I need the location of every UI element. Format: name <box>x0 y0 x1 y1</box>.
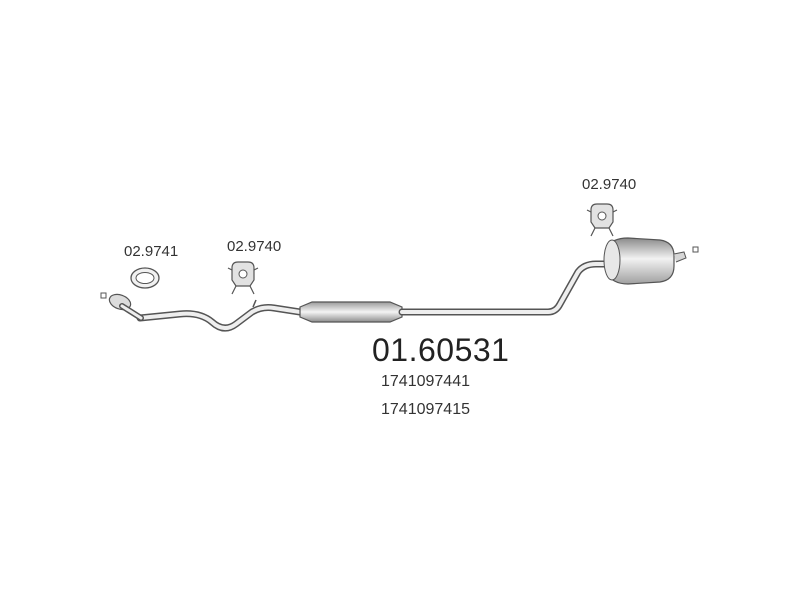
oe-number-2: 1741097415 <box>381 401 470 418</box>
front-end-marker <box>100 292 107 299</box>
rubber-hanger-rear-icon <box>586 203 618 237</box>
middle-resonator <box>299 301 403 323</box>
front-hanger-part-label: 02.9740 <box>227 238 282 255</box>
rubber-hanger-front-icon <box>227 261 259 295</box>
rear-hanger-part-label: 02.9740 <box>582 176 637 193</box>
rear-end-marker <box>692 246 699 253</box>
rear-pipe <box>398 260 616 316</box>
rear-muffler <box>603 237 687 285</box>
oe-number-1: 1741097441 <box>381 373 470 390</box>
gasket-part-label: 02.9741 <box>124 243 179 260</box>
gasket-ring-icon <box>130 267 160 289</box>
front-pipe <box>108 293 304 332</box>
assembly-part-number: 01.60531 <box>372 332 510 368</box>
